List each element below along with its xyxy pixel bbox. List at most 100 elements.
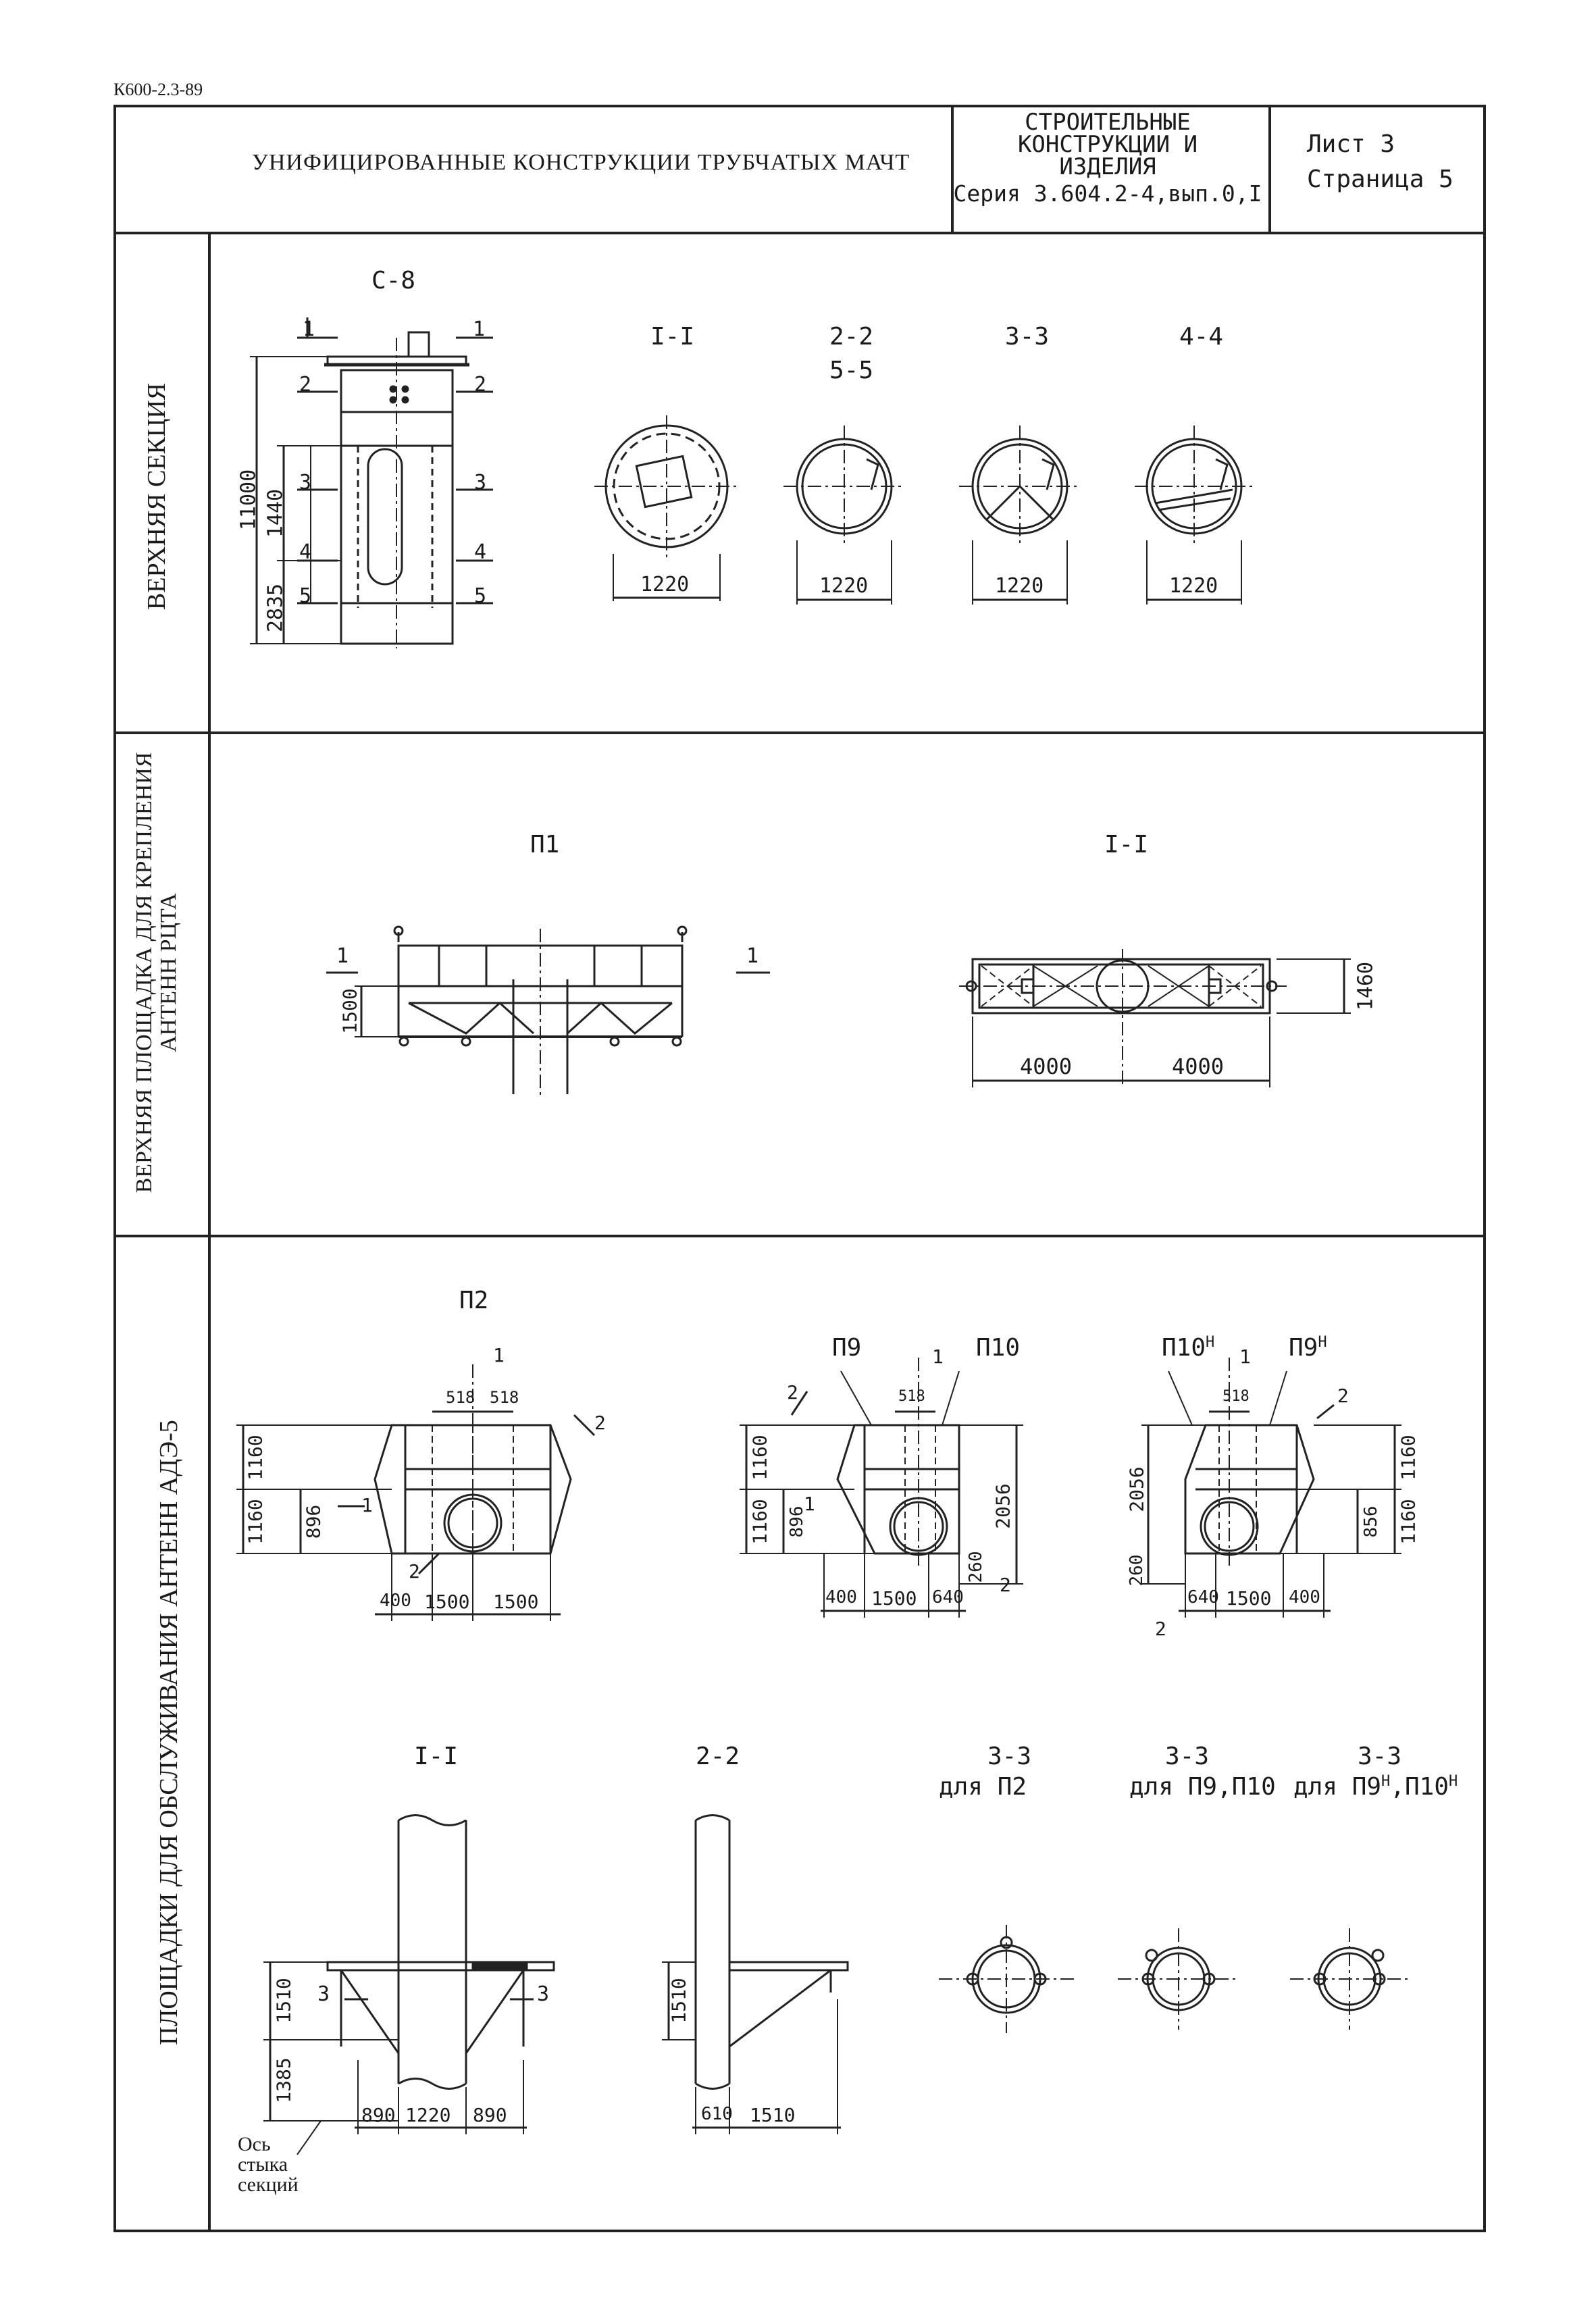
superscript: Н — [1449, 1773, 1458, 1790]
part-label-c8: С-8 — [371, 267, 416, 294]
view-subtitle: 5-5 — [829, 357, 874, 384]
dimension: 1510 — [667, 1978, 690, 2024]
header-category: СТРОИТЕЛЬНЫЕ КОНСТРУКЦИИ И ИЗДЕЛИЯ Серия… — [952, 111, 1263, 205]
label-p10h: П10Н — [1162, 1334, 1214, 1362]
cut-label: 4 — [474, 540, 487, 564]
header-title: УНИФИЦИРОВАННЫЕ КОНСТРУКЦИИ ТРУБЧАТЫХ МА… — [251, 150, 910, 175]
dimension: 1500 — [1226, 1587, 1272, 1610]
dimension: 518 — [1222, 1388, 1250, 1405]
cut-label: 1 — [932, 1345, 944, 1368]
view-title: 3-3 — [1358, 1743, 1402, 1770]
superscript: Н — [1206, 1334, 1215, 1351]
view-title: 3-3 — [1005, 323, 1050, 351]
cut-label: 1 — [1239, 1345, 1251, 1368]
dimension: 1160 — [244, 1499, 267, 1545]
category-line-1: СТРОИТЕЛЬНЫЕ — [1025, 109, 1191, 136]
cut-label: 2 — [1337, 1385, 1349, 1407]
dimension: 1160 — [1397, 1435, 1420, 1481]
cut-label: 1 — [336, 944, 349, 968]
cut-label: 3 — [474, 471, 487, 494]
dimension: 260 — [966, 1551, 986, 1583]
dimension-bottom: 2835 — [263, 583, 288, 633]
superscript: Н — [1318, 1334, 1327, 1351]
upper-section-cuts — [594, 415, 1256, 605]
dimension-width: 1460 — [1354, 961, 1378, 1011]
dimension-diameter: 1220 — [819, 574, 869, 598]
view-title: 3-3 — [987, 1743, 1032, 1770]
cut-label: 1 — [473, 317, 486, 341]
page-number: Страница 5 — [1307, 165, 1453, 193]
cut-label: 3 — [299, 471, 312, 494]
sheet-number: Лист 3 — [1307, 130, 1395, 158]
cut-label: 2 — [1155, 1618, 1166, 1640]
superscript: Н — [1381, 1773, 1391, 1790]
dimension: 2056 — [992, 1483, 1014, 1529]
view-title-section: I-I — [1104, 831, 1149, 858]
view-subtitle: для П2 — [939, 1773, 1027, 1801]
subtitle-part: для П9 — [1293, 1773, 1382, 1801]
series-label: Серия 3.604.2-4,вып.0,I — [953, 180, 1262, 207]
dimension: 1160 — [244, 1435, 267, 1481]
axis-note: Ось стыка секций — [238, 2134, 299, 2195]
section-3-3-rings — [939, 1925, 1412, 2033]
dimension: 400 — [825, 1587, 857, 1608]
cut-label: 2 — [409, 1560, 420, 1583]
cut-label: 1 — [746, 944, 759, 968]
view-title: 3-3 — [1165, 1743, 1210, 1770]
dimension: 1160 — [1397, 1499, 1420, 1545]
category-line-2: КОНСТРУКЦИИ И — [1017, 131, 1198, 158]
view-subtitle: для П9,П10 — [1129, 1773, 1276, 1801]
cut-label: 2 — [1000, 1574, 1011, 1596]
view-title: 2-2 — [696, 1743, 740, 1770]
dimension: 1510 — [750, 2104, 796, 2126]
upper-section-elevation — [250, 317, 493, 648]
view-title: I-I — [414, 1743, 459, 1770]
label-p9h-text: П9 — [1289, 1334, 1318, 1362]
dimension: 518 — [490, 1388, 519, 1407]
dimension: 400 — [1289, 1587, 1320, 1608]
dimension: 1500 — [493, 1591, 539, 1613]
category-line-3: ИЗДЕЛИЯ — [1059, 153, 1156, 180]
dimension: 896 — [787, 1506, 807, 1538]
dimension: 1160 — [748, 1499, 771, 1545]
dimension: 1510 — [272, 1978, 295, 2024]
dimension: 1220 — [405, 2104, 451, 2126]
axis-note-line2: стыка — [238, 2153, 288, 2176]
view-title: I-I — [650, 323, 695, 351]
label-p9: П9 — [832, 1334, 862, 1362]
cut-label: 1 — [303, 317, 315, 341]
subtitle-part: ,П10 — [1390, 1773, 1449, 1801]
service-platform-plans — [236, 1358, 1401, 1621]
cut-label: 1 — [493, 1344, 505, 1366]
cut-label: 3 — [317, 1982, 330, 2006]
label-p9h: П9Н — [1289, 1334, 1327, 1362]
dimension-diameter: 1220 — [995, 574, 1044, 598]
dimension: 890 — [361, 2104, 396, 2126]
dimension-half-left: 4000 — [1020, 1054, 1073, 1079]
document-reference: К600-2.3-89 — [113, 80, 203, 99]
dimension: 896 — [302, 1504, 325, 1539]
dimension-mid: 1440 — [263, 488, 288, 538]
cut-label: 2 — [787, 1381, 798, 1404]
dimension: 890 — [473, 2104, 507, 2126]
dimension: 1385 — [272, 2057, 295, 2103]
view-subtitle: для П9Н,П10Н — [1293, 1773, 1458, 1801]
dimension: 1500 — [424, 1591, 470, 1613]
dimension-height: 1500 — [338, 988, 361, 1034]
dimension: 1500 — [871, 1587, 917, 1610]
label-p10: П10 — [976, 1334, 1021, 1362]
cut-label: 4 — [299, 540, 312, 564]
drawing-frame — [113, 105, 1486, 2232]
sheet-info: Лист 3 Страница 5 — [1307, 127, 1453, 197]
dimension: 640 — [932, 1587, 964, 1608]
view-title: 2-2 — [829, 323, 874, 351]
dimension: 518 — [446, 1388, 475, 1407]
cut-label: 3 — [537, 1982, 550, 2006]
dimension: 400 — [380, 1591, 411, 1611]
view-title-p2: П2 — [459, 1287, 489, 1314]
dimension: 1160 — [748, 1435, 771, 1481]
cut-label: 2 — [594, 1412, 606, 1434]
cut-label: 2 — [474, 373, 487, 396]
